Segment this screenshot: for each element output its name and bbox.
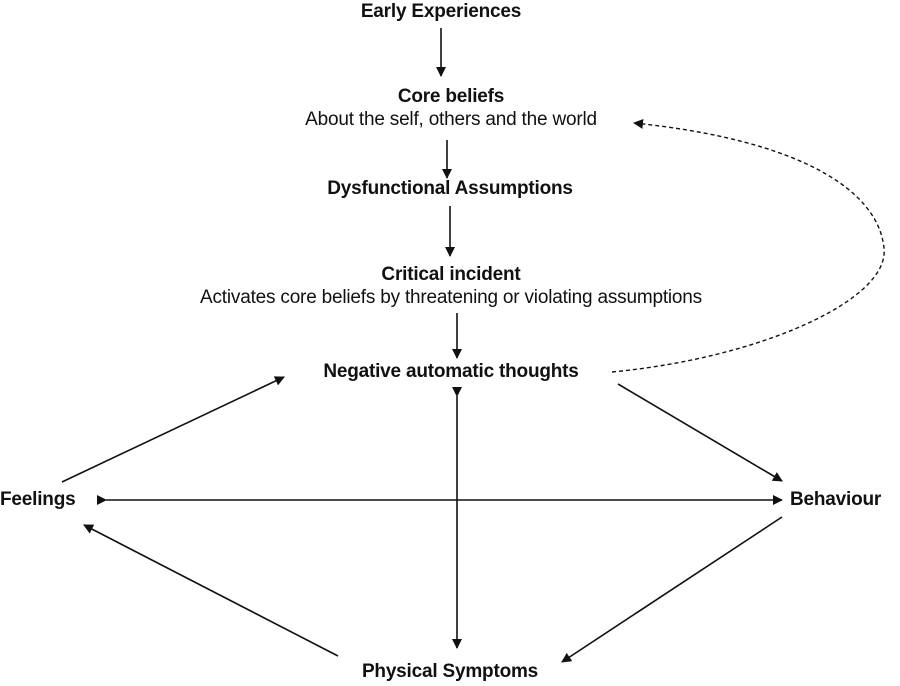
node-dysfunctional-assumptions: Dysfunctional Assumptions — [327, 178, 573, 199]
node-early-experiences: Early Experiences — [360, 1, 522, 22]
node-critical-incident: Critical incident Activates core beliefs… — [200, 264, 702, 309]
node-negative-automatic-thoughts: Negative automatic thoughts — [323, 361, 579, 382]
dashed-feedback-arrow — [611, 118, 885, 373]
arrow-feelings-to-thoughts — [61, 376, 285, 483]
critical-incident-title: Critical incident — [381, 264, 521, 285]
node-behaviour: Behaviour — [790, 489, 882, 510]
node-core-beliefs: Core beliefs About the self, others and … — [305, 86, 597, 131]
core-beliefs-subtitle: About the self, others and the world — [305, 109, 597, 130]
arrow-behaviour-to-symptoms — [561, 516, 783, 663]
arrow-thoughts-to-behaviour — [617, 383, 783, 482]
node-feelings: Feelings — [0, 489, 76, 510]
arrow-symptoms-to-feelings — [83, 524, 339, 657]
node-physical-symptoms: Physical Symptoms — [361, 661, 539, 682]
core-beliefs-title: Core beliefs — [397, 86, 505, 107]
critical-incident-subtitle: Activates core beliefs by threatening or… — [200, 287, 702, 308]
